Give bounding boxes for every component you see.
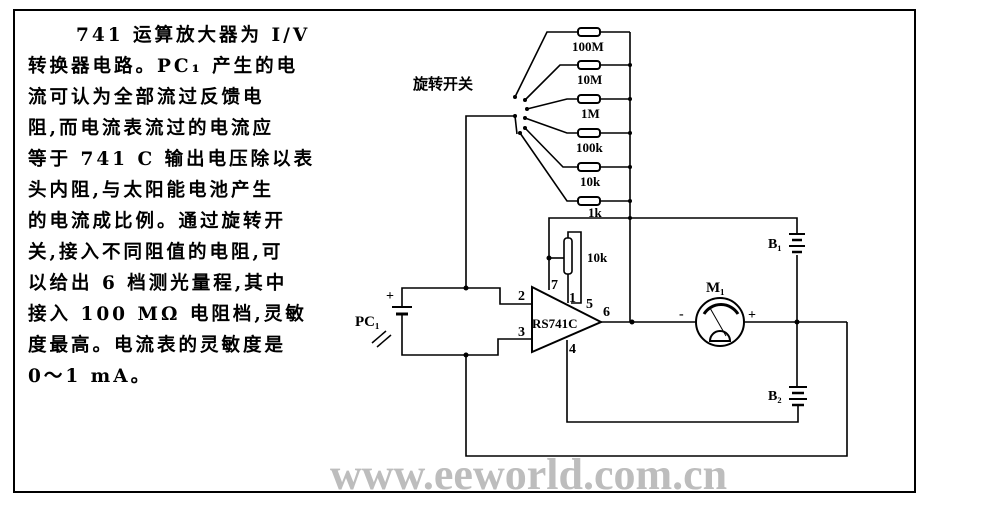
resistor-label: 10k bbox=[580, 174, 601, 189]
pin-2: 2 bbox=[518, 289, 525, 304]
pin-3: 3 bbox=[518, 325, 525, 340]
description-line: 度最高。电流表的灵敏度是 bbox=[28, 335, 287, 356]
meter-plus: + bbox=[748, 308, 756, 323]
pot-label: 10k bbox=[587, 250, 608, 265]
junction-dots bbox=[463, 63, 800, 358]
description-line: 741 运算放大器为 I/V bbox=[76, 25, 311, 46]
resistor-label: 1M bbox=[581, 106, 600, 121]
description-line: 的电流成比例。通过旋转开 bbox=[28, 211, 287, 232]
resistor-label: 1k bbox=[588, 205, 603, 220]
resistor-100k bbox=[577, 128, 601, 138]
description-line: 等于 741 C 输出电压除以表 bbox=[28, 149, 316, 170]
resistor-1k bbox=[577, 196, 601, 206]
description-line: 0～1 mA。 bbox=[28, 366, 153, 387]
resistor-bank bbox=[577, 27, 601, 206]
opamp-pins: 2 3 7 1 5 6 4 bbox=[518, 278, 610, 357]
battery-b1-label: B₁ bbox=[768, 237, 782, 252]
description-line: 流可认为全部流过反馈电 bbox=[28, 87, 265, 108]
description-line: 以给出 6 档测光量程,其中 bbox=[28, 273, 288, 294]
pin-7: 7 bbox=[551, 278, 558, 293]
resistor-1m bbox=[577, 94, 601, 104]
description-line: 阻,而电流表流过的电流应 bbox=[28, 118, 274, 139]
resistor-10k bbox=[577, 162, 601, 172]
battery-b2 bbox=[789, 386, 807, 407]
meter-label: M₁ bbox=[706, 280, 725, 296]
description-text: 741 运算放大器为 I/V 转换器电路。PC₁ 产生的电 流可认为全部流过反馈… bbox=[28, 20, 316, 392]
photocell-symbol bbox=[371, 306, 412, 348]
battery-b2-label: B₂ bbox=[768, 389, 782, 404]
resistor-label: 100k bbox=[576, 140, 604, 155]
photocell-label: PC₁ bbox=[355, 314, 380, 330]
resistor-label: 10M bbox=[577, 72, 602, 87]
resistor-labels: 100M 10M 1M 100k 10k 1k bbox=[572, 39, 604, 220]
resistor-10m bbox=[577, 60, 601, 70]
photocell-plus: + bbox=[386, 289, 394, 304]
meter-minus: - bbox=[679, 307, 684, 322]
resistor-100m bbox=[577, 27, 601, 37]
pin-1: 1 bbox=[569, 291, 576, 306]
opamp-label: RS741C bbox=[532, 316, 578, 331]
pin-5: 5 bbox=[586, 297, 593, 312]
pin-4: 4 bbox=[569, 342, 576, 357]
resistor-label: 100M bbox=[572, 39, 604, 54]
frame bbox=[13, 9, 916, 493]
watermark: www.eeworld.com.cn bbox=[330, 450, 727, 499]
rotary-switch-label: 旋转开关 bbox=[412, 75, 473, 93]
wires bbox=[401, 31, 848, 457]
ammeter-symbol bbox=[695, 297, 745, 347]
description-line: 转换器电路。PC₁ 产生的电 bbox=[28, 56, 299, 77]
pin-6: 6 bbox=[603, 305, 610, 320]
battery-b1 bbox=[789, 233, 805, 254]
description-line: 头内阻,与太阳能电池产生 bbox=[28, 180, 274, 201]
description-line: 关,接入不同阻值的电阻,可 bbox=[28, 242, 284, 263]
description-line: 接入 100 MΩ 电阻档,灵敏 bbox=[28, 304, 307, 325]
